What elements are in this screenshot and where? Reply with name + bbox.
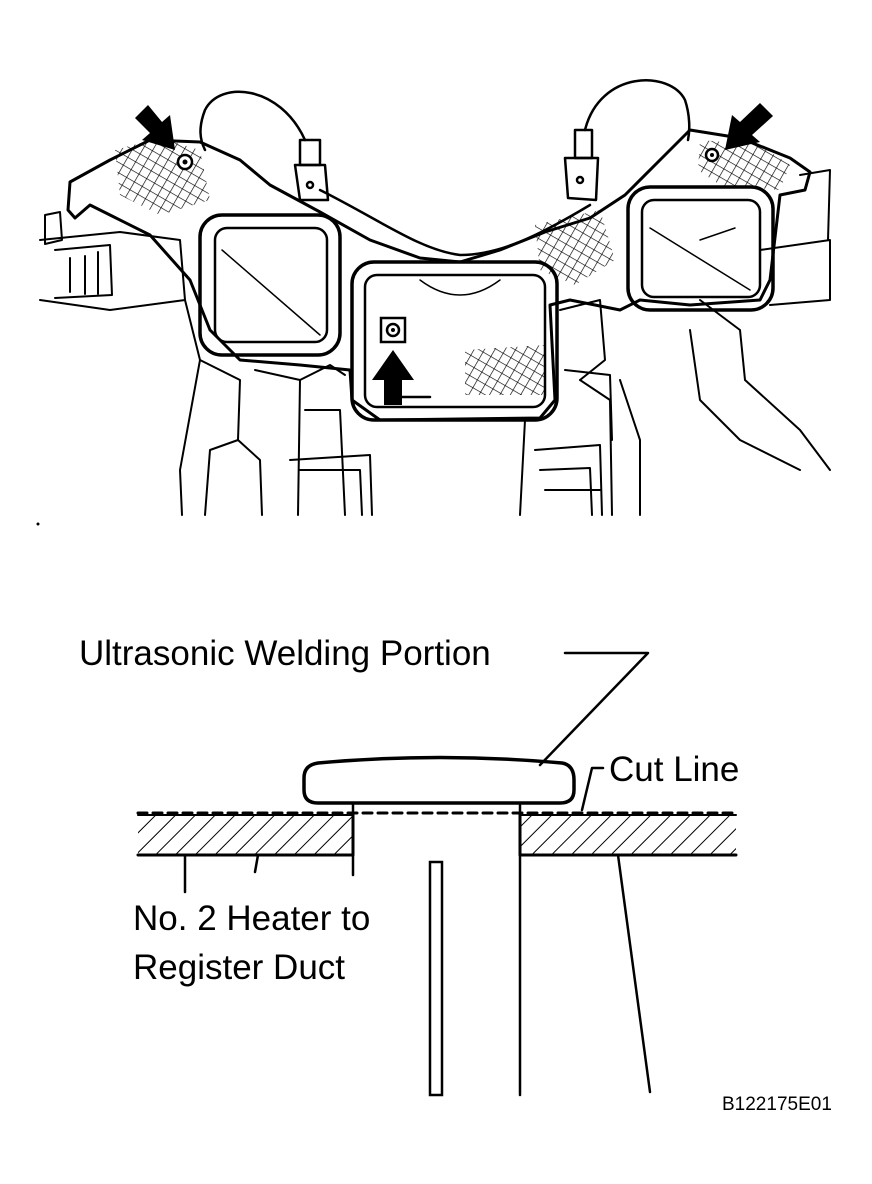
label-duct-line1: No. 2 Heater to bbox=[133, 899, 370, 938]
duct-body bbox=[66, 128, 812, 422]
dashboard-structure-right bbox=[519, 169, 831, 516]
duct-assembly-illustration bbox=[36, 79, 831, 526]
arrow-right-screw-icon bbox=[725, 103, 773, 150]
arrow-left-screw-icon bbox=[135, 105, 175, 150]
label-cut-line: Cut Line bbox=[609, 750, 739, 789]
register-outlet-left bbox=[198, 213, 342, 357]
register-outlet-center bbox=[350, 260, 559, 422]
register-outlet-right bbox=[626, 185, 775, 312]
leader-welding bbox=[538, 651, 650, 767]
mesh-texture-right bbox=[698, 140, 790, 190]
connector-left bbox=[293, 138, 330, 202]
label-duct-line2: Register Duct bbox=[133, 948, 345, 987]
cross-section-detail bbox=[136, 651, 738, 1097]
connector-right bbox=[563, 128, 600, 202]
mesh-texture-left bbox=[115, 138, 210, 215]
leader-cut-line bbox=[580, 766, 605, 812]
arrow-center-screw-icon bbox=[372, 350, 414, 405]
mesh-texture-lower bbox=[465, 345, 545, 395]
figure-code: B122175E01 bbox=[722, 1094, 832, 1115]
mesh-texture-center bbox=[535, 210, 615, 285]
leader-duct bbox=[183, 853, 260, 894]
label-ultrasonic-welding: Ultrasonic Welding Portion bbox=[79, 634, 491, 673]
welding-pin bbox=[351, 801, 522, 1097]
wire-harness bbox=[199, 90, 307, 152]
welding-rod bbox=[428, 860, 444, 1097]
screw-right bbox=[704, 147, 720, 163]
duct-wall-right bbox=[520, 815, 736, 855]
screw-left bbox=[176, 153, 194, 171]
dashboard-structure-left bbox=[39, 211, 373, 516]
stray-dot bbox=[36, 522, 40, 526]
screw-center bbox=[379, 316, 407, 344]
leader-right-wall bbox=[616, 853, 652, 1094]
duct-wall-left bbox=[138, 815, 353, 855]
ultrasonic-welding-head bbox=[302, 755, 576, 805]
